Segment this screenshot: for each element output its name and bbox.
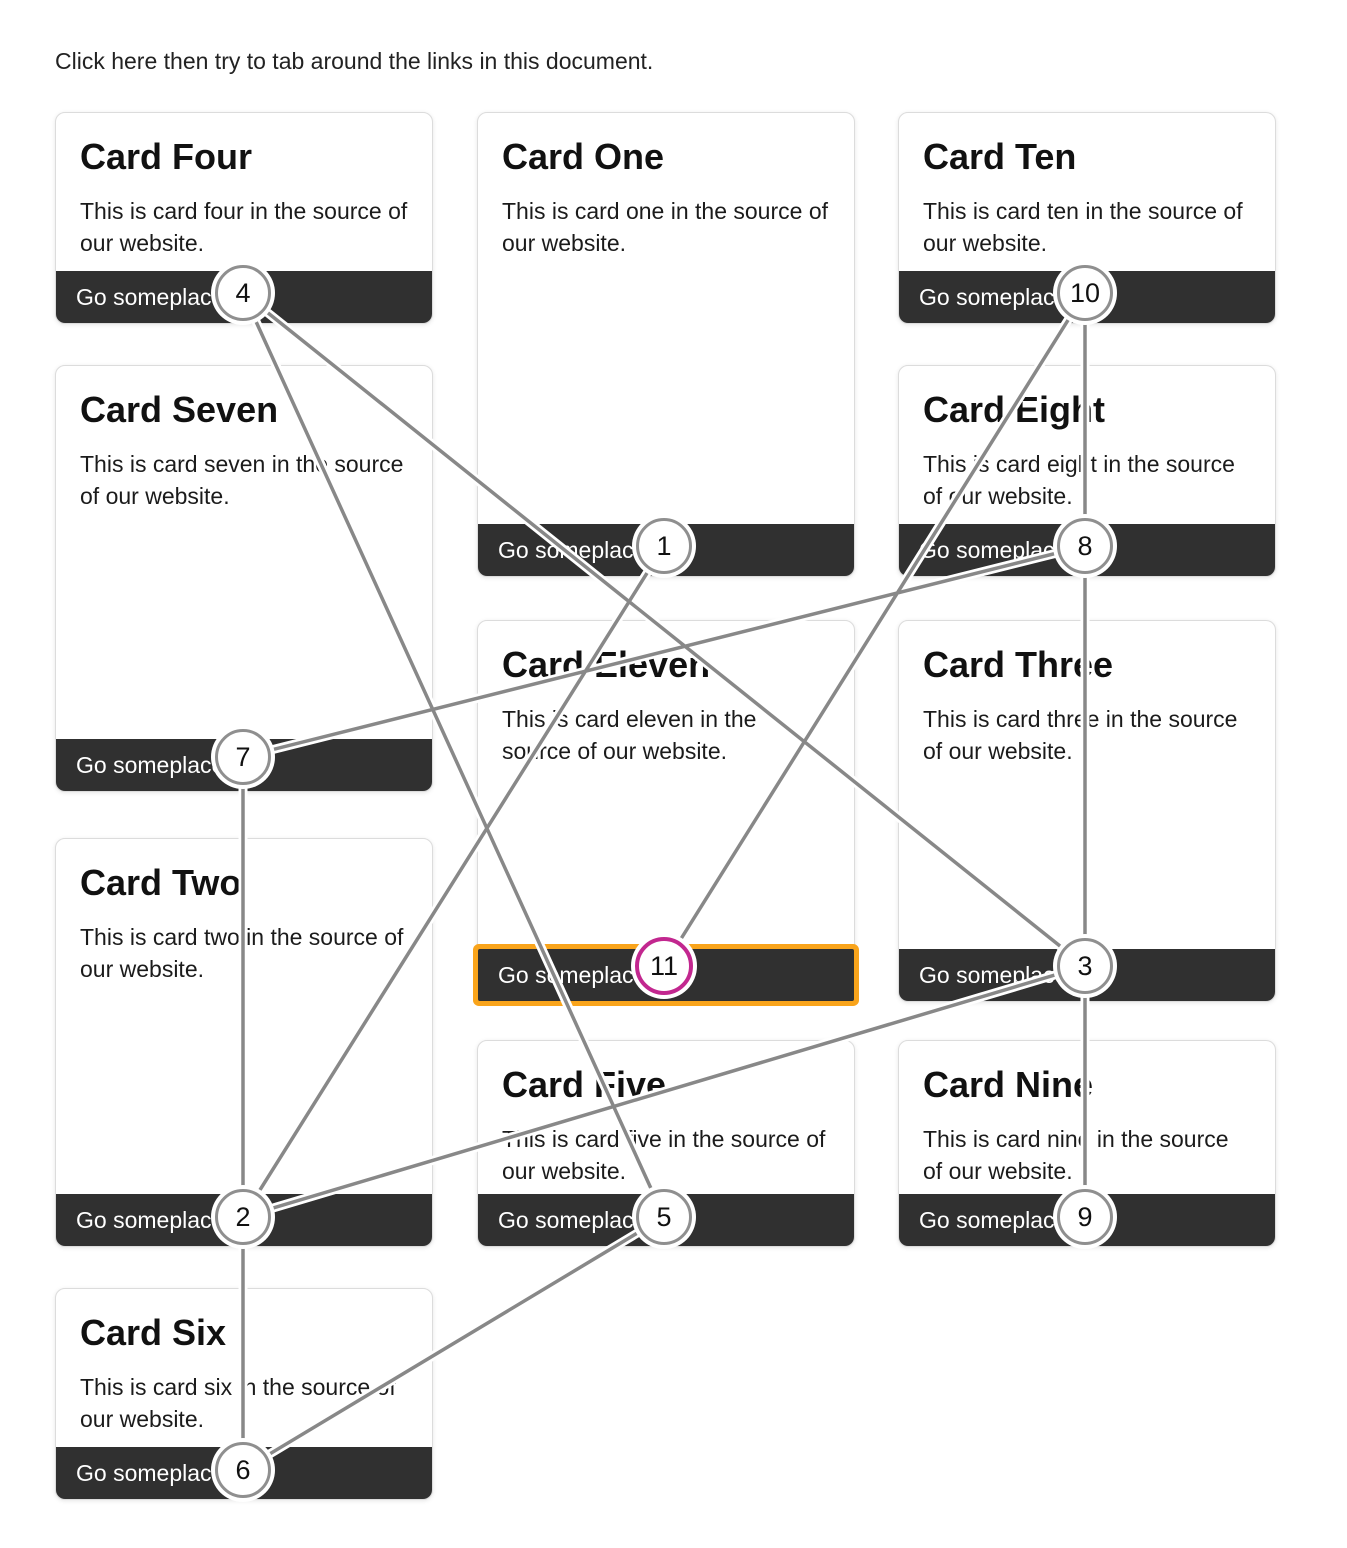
card-three-text: This is card three in the source of our … [923, 705, 1238, 764]
card-seven-text: This is card seven in the source of our … [80, 450, 404, 509]
tab-order-badge-11-active: 11 [635, 937, 693, 995]
card-four-title: Card Four [80, 136, 253, 177]
card-eight-text: This is card eight in the source of our … [923, 450, 1235, 509]
tab-order-badge-2: 2 [215, 1189, 271, 1245]
card-eleven-title: Card Eleven [502, 644, 711, 685]
card-eight-title: Card Eight [923, 389, 1106, 430]
card-two: Card Two This is card two in the source … [55, 838, 433, 1247]
tab-order-badge-3: 3 [1057, 938, 1113, 994]
card-one-text: This is card one in the source of our we… [502, 197, 828, 256]
instruction-text: Click here then try to tab around the li… [55, 48, 654, 74]
card-nine-text: This is card nine in the source of our w… [923, 1125, 1229, 1184]
tab-order-badge-9: 9 [1057, 1189, 1113, 1245]
tab-order-badge-8: 8 [1057, 518, 1113, 574]
tab-order-badge-10: 10 [1057, 265, 1113, 321]
card-seven-title: Card Seven [80, 389, 279, 430]
card-six-text: This is card six in the source of our we… [80, 1373, 396, 1432]
card-one: Card One This is card one in the source … [477, 112, 855, 577]
card-five-title: Card Five [502, 1064, 667, 1105]
card-four: Card Four This is card four in the sourc… [55, 112, 433, 324]
card-ten-text: This is card ten in the source of our we… [923, 197, 1243, 256]
card-two-title: Card Two [80, 862, 242, 903]
card-nine-title: Card Nine [923, 1064, 1094, 1105]
card-six-title: Card Six [80, 1312, 227, 1353]
tab-order-badge-6: 6 [215, 1442, 271, 1498]
tab-order-badge-7: 7 [215, 729, 271, 785]
card-ten-title: Card Ten [923, 136, 1077, 177]
card-seven: Card Seven This is card seven in the sou… [55, 365, 433, 792]
card-two-text: This is card two in the source of our we… [80, 923, 404, 982]
card-five-text: This is card five in the source of our w… [502, 1125, 826, 1184]
tab-order-badge-1: 1 [636, 518, 692, 574]
tab-order-badge-4: 4 [215, 265, 271, 321]
card-one-title: Card One [502, 136, 665, 177]
tab-order-badge-5: 5 [636, 1189, 692, 1245]
card-four-text: This is card four in the source of our w… [80, 197, 408, 256]
card-three-title: Card Three [923, 644, 1114, 685]
card-eleven-text: This is card eleven in the source of our… [502, 705, 757, 764]
